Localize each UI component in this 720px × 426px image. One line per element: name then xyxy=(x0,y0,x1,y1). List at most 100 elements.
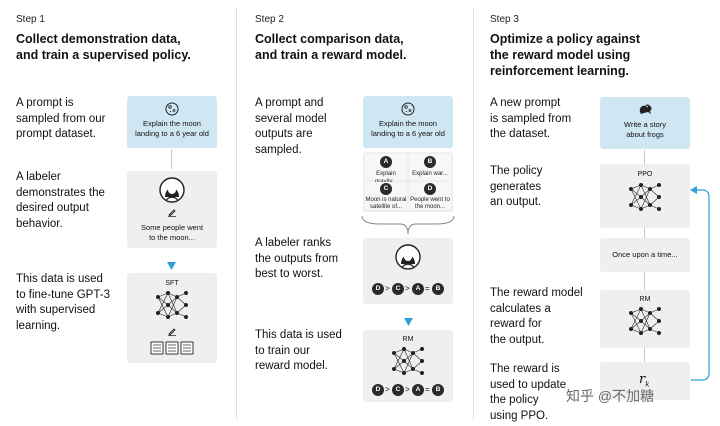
rank-operator: > xyxy=(405,284,410,293)
connector-line xyxy=(644,150,645,164)
rm-model-label: RM xyxy=(402,336,414,343)
step1-title-line2: and train a supervised policy. xyxy=(16,48,191,62)
pencil-icon xyxy=(168,328,176,336)
desc-line: prompt dataset. xyxy=(16,128,96,140)
step1-desc-prompt: A prompt is sampled from our prompt data… xyxy=(16,96,105,143)
frog-icon xyxy=(639,104,652,114)
step1-prompt-card: Explain the moon landing to a 6 year old xyxy=(127,96,217,148)
desc-line: an output. xyxy=(490,196,542,208)
rank-letter-badge: B xyxy=(432,283,444,295)
rank-letter-badge: C xyxy=(392,384,404,396)
rank-letter-badge: B xyxy=(432,384,444,396)
answer-text-line2: to the moon... xyxy=(149,233,195,242)
connector-line xyxy=(171,149,172,169)
connector-line xyxy=(644,348,645,362)
desc-line: the outputs from xyxy=(255,252,339,265)
prompt-text-line2: about frogs xyxy=(626,130,664,139)
step1-desc-labeler: A labeler demonstrates the desired outpu… xyxy=(16,170,105,232)
watermark-text: 知乎 @不加糖 xyxy=(566,388,655,404)
desc-line: The reward is xyxy=(490,363,560,375)
output-option: B Explain war... xyxy=(409,154,451,180)
desc-line: reward for xyxy=(490,318,542,330)
step2-step3-divider xyxy=(473,8,474,420)
desc-line: outputs are xyxy=(255,128,313,140)
neural-network-icon xyxy=(392,347,424,375)
step3-desc-reward-model: The reward model calculates a reward for… xyxy=(490,286,583,348)
answer-text-line1: Some people went xyxy=(140,223,204,232)
step3-desc-prompt: A new prompt is sampled from the dataset… xyxy=(490,96,571,143)
neural-network-icon xyxy=(629,183,661,211)
desc-line: calculates a xyxy=(490,302,551,315)
connector-line xyxy=(644,228,645,238)
desc-line: generates xyxy=(490,180,542,193)
rank-operator: = xyxy=(425,385,430,394)
prompt-text-line1: Explain the moon xyxy=(143,119,201,128)
option-text: People went to xyxy=(410,197,450,203)
sft-model-label: SFT xyxy=(165,280,179,287)
bracket-icon xyxy=(361,215,455,235)
desc-line: to train our xyxy=(255,344,310,357)
option-text: satellite of... xyxy=(369,204,402,210)
step3-desc-policy: The policy generates an output. xyxy=(490,164,542,211)
desc-line: A prompt and xyxy=(255,97,324,109)
desc-line: sampled. xyxy=(255,143,302,156)
neural-network-icon xyxy=(629,307,661,335)
option-text: Explain war... xyxy=(412,171,448,177)
desc-line: with supervised xyxy=(16,304,96,316)
option-text: the moon... xyxy=(414,204,446,210)
desc-line: A prompt is xyxy=(16,97,74,109)
step3-output-card: Once upon a time... xyxy=(600,238,690,272)
step1-label: Step 1 xyxy=(16,14,45,25)
documents-icon xyxy=(150,341,194,355)
output-option: C Moon is natural satellite of... xyxy=(365,182,407,210)
moon-icon xyxy=(401,102,415,116)
option-letter-badge: B xyxy=(424,156,436,168)
step1-title-line1: Collect demonstration data, xyxy=(16,32,181,46)
desc-line: sampled from our xyxy=(16,112,106,125)
step1-step2-divider xyxy=(236,8,237,420)
option-text: Moon is natural xyxy=(365,197,407,203)
desc-line: the dataset. xyxy=(490,128,551,140)
option-letter-badge: D xyxy=(424,183,436,195)
desc-line: A labeler xyxy=(16,171,61,183)
prompt-text-line1: Explain the moon xyxy=(379,119,437,128)
step3-prompt-card: Write a story about frogs xyxy=(600,97,690,149)
desc-line: A new prompt xyxy=(490,97,561,109)
desc-line: the policy xyxy=(490,394,539,406)
desc-line: The policy xyxy=(490,165,543,177)
desc-line: desired output xyxy=(16,202,89,214)
output-text: Once upon a time... xyxy=(612,250,678,259)
step3-title-line2: the reward model using xyxy=(490,48,631,62)
ranking-row: D > C > A = B xyxy=(372,383,444,397)
option-letter-badge: C xyxy=(380,183,392,195)
step2-desc-sample: A prompt and several model outputs are s… xyxy=(255,96,327,158)
step2-outputs-card: A Explain gravity... B Explain war... C … xyxy=(363,152,453,212)
output-option: A Explain gravity... xyxy=(365,154,407,185)
labeler-avatar-icon xyxy=(395,244,421,270)
desc-line: reward model. xyxy=(255,360,328,372)
labeler-avatar-icon xyxy=(159,177,185,203)
rm-model-label: RM xyxy=(639,296,651,303)
desc-line: to fine-tune GPT-3 xyxy=(16,288,110,301)
output-option: D People went to the moon... xyxy=(409,182,451,210)
reward-r: r xyxy=(639,372,646,387)
rank-operator: = xyxy=(425,284,430,293)
step2-title-line1: Collect comparison data, xyxy=(255,32,404,46)
prompt-text-line2: landing to a 6 year old xyxy=(371,129,445,138)
step2-prompt-card: Explain the moon landing to a 6 year old xyxy=(363,96,453,148)
desc-line: is sampled from xyxy=(490,112,572,125)
rank-operator: > xyxy=(385,284,390,293)
moon-icon xyxy=(165,102,179,116)
step3-ppo-card: PPO xyxy=(600,164,690,228)
step1-sft-card: SFT xyxy=(127,273,217,363)
rank-letter-badge: C xyxy=(392,283,404,295)
desc-line: using PPO. xyxy=(490,409,549,422)
option-letter-badge: A xyxy=(380,156,392,168)
rank-letter-badge: D xyxy=(372,283,384,295)
desc-line: used to update xyxy=(490,378,567,391)
step1-labeler-card: Some people went to the moon... xyxy=(127,171,217,248)
step2-desc-train: This data is used to train our reward mo… xyxy=(255,328,342,375)
desc-line: learning. xyxy=(16,319,61,332)
prompt-text-line1: Write a story xyxy=(624,120,666,129)
desc-line: behavior. xyxy=(16,217,63,230)
